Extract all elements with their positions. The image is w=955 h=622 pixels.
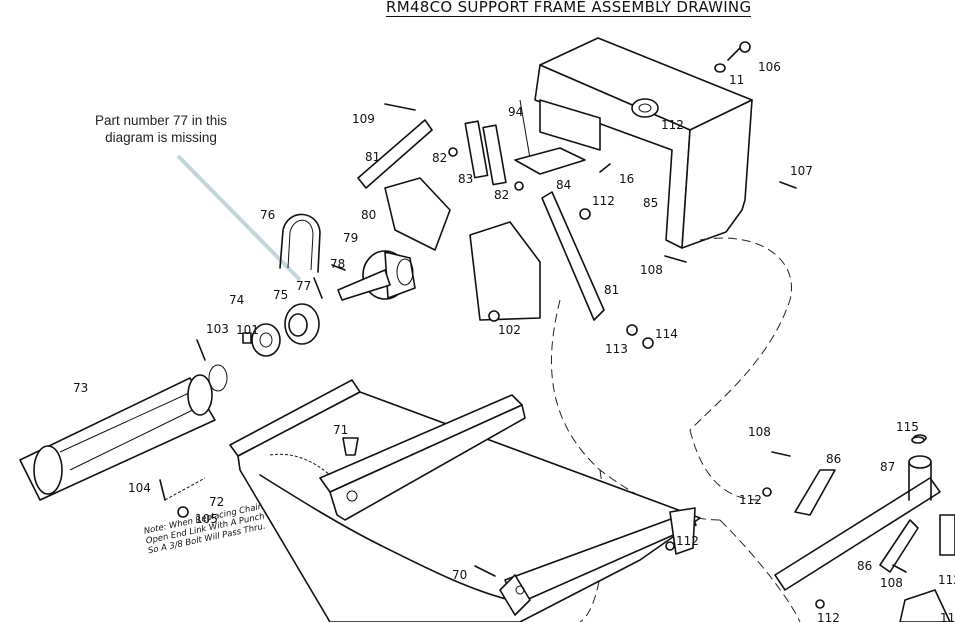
part-label-76: 76 [260, 208, 275, 222]
deck-outline-dashed [550, 237, 801, 622]
part-label-86: 86 [826, 452, 841, 466]
part-label-107: 107 [790, 164, 813, 178]
part-label-80: 80 [361, 208, 376, 222]
part-label-114: 114 [655, 327, 678, 341]
bracket-plate-right [469, 221, 541, 321]
callout-line-1: Part number 77 in this [94, 113, 228, 128]
part-number-labels: 106 11 112 94 109 81 82 83 82 84 16 107 … [73, 60, 955, 622]
part-label-112: 112 [938, 573, 955, 587]
gearbox-hub [337, 250, 416, 301]
part-label-102: 102 [498, 323, 521, 337]
pto-shaft [19, 364, 228, 501]
part-label-109: 109 [352, 112, 375, 126]
hitch-arm-assembly [774, 434, 955, 622]
part-label-113: 113 [605, 342, 628, 356]
part-label-82: 82 [494, 188, 509, 202]
link-81-top [357, 119, 433, 189]
link-81-lower [541, 191, 605, 321]
part-label-78: 78 [330, 257, 345, 271]
part-label-16: 16 [619, 172, 634, 186]
part-label-115: 115 [896, 420, 919, 434]
part-label-105: 105 [195, 512, 218, 526]
part-label-86: 86 [857, 559, 872, 573]
part-label-104: 104 [128, 481, 151, 495]
chain-72 [164, 453, 331, 501]
callout-pointer-line [176, 154, 302, 282]
bracket-plate-80 [384, 177, 451, 251]
belt-76 [279, 213, 321, 273]
part-label-84: 84 [556, 178, 571, 192]
part-label-11: 11 [729, 73, 744, 87]
missing-part-callout: Part number 77 in this diagram is missin… [78, 112, 244, 146]
part-label-81: 81 [365, 150, 380, 164]
part-label-85: 85 [643, 196, 658, 210]
part-label-73: 73 [73, 381, 88, 395]
part-label-87: 87 [880, 460, 895, 474]
callout-line-2: diagram is missing [105, 130, 217, 145]
part-label-75: 75 [273, 288, 288, 302]
part-label-103: 103 [206, 322, 229, 336]
part-label-108: 108 [880, 576, 903, 590]
part-label-101: 101 [236, 323, 259, 337]
part-label-72: 72 [209, 495, 224, 509]
part-label-112: 112 [739, 493, 762, 507]
part-label-112: 112 [940, 611, 955, 622]
part-label-112: 112 [817, 611, 840, 622]
part-label-79: 79 [343, 231, 358, 245]
part-label-108: 108 [748, 425, 771, 439]
part-label-81: 81 [604, 283, 619, 297]
part-label-71: 71 [333, 423, 348, 437]
part-label-82: 82 [432, 151, 447, 165]
plate-83a [464, 120, 489, 179]
part-label-106: 106 [758, 60, 781, 74]
part-label-112: 112 [592, 194, 615, 208]
part-label-112: 112 [661, 118, 684, 132]
part-label-112: 112 [676, 534, 699, 548]
plate-83b [482, 124, 507, 186]
part-label-77: 77 [296, 279, 311, 293]
part-label-74: 74 [229, 293, 244, 307]
pulley [251, 303, 320, 357]
fasteners [159, 41, 925, 609]
page-title: RM48CO SUPPORT FRAME ASSEMBLY DRAWING [386, 0, 752, 17]
deck-frame [229, 379, 701, 622]
part-label-70: 70 [452, 568, 467, 582]
part-label-108: 108 [640, 263, 663, 277]
part-label-94: 94 [508, 105, 523, 119]
support-frame-housing [514, 37, 753, 249]
part-label-83: 83 [458, 172, 473, 186]
